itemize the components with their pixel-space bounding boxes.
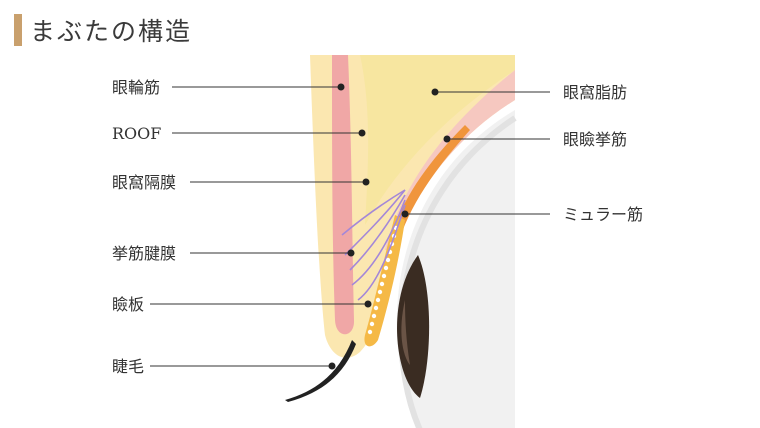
label-orbital-fat: 眼窩脂肪 xyxy=(563,83,627,102)
label-aponeurosis: 挙筋腱膜 xyxy=(112,244,176,263)
label-levator: 眼瞼挙筋 xyxy=(563,130,627,149)
dot-orbital-fat xyxy=(432,89,439,96)
label-tarsus: 瞼板 xyxy=(112,295,144,314)
dot-muller xyxy=(402,211,409,218)
dot-septum xyxy=(363,179,370,186)
label-septum: 眼窩隔膜 xyxy=(112,173,176,192)
dot-aponeurosis xyxy=(348,250,355,257)
label-muller: ミュラー筋 xyxy=(563,205,643,224)
label-eyelash: 睫毛 xyxy=(112,357,144,376)
dot-roof xyxy=(359,130,366,137)
dot-levator xyxy=(444,136,451,143)
dot-tarsus xyxy=(365,301,372,308)
dot-eyelash xyxy=(329,363,336,370)
dot-orbicularis xyxy=(338,84,345,91)
label-roof: ROOF xyxy=(112,124,161,143)
label-orbicularis: 眼輪筋 xyxy=(112,78,160,97)
